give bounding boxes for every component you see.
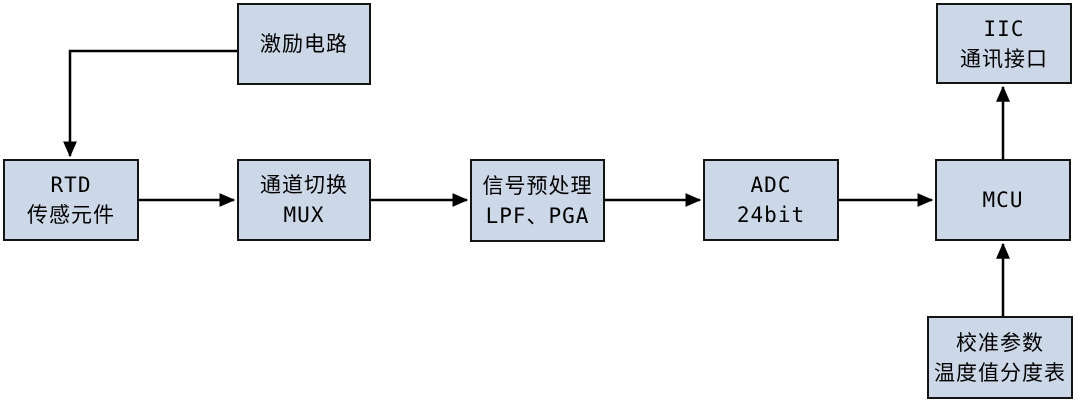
node-adc-label-line2: 24bit [736,203,806,227]
node-adc-24bit: ADC 24bit [703,159,839,241]
node-calib-label-line2: 温度值分度表 [934,360,1066,385]
node-mcu-label: MCU [982,188,1024,212]
node-calibration-table: 校准参数 温度值分度表 [927,316,1073,399]
edge-excitation-to-rtd [62,49,237,158]
node-adc-label-line1: ADC [750,173,792,197]
node-mcu: MCU [935,159,1071,241]
node-signal-preprocessing: 信号预处理 LPF、PGA [470,159,605,242]
node-rtd-sensor: RTD 传感元件 [3,159,139,241]
node-preproc-label-line1: 信号预处理 [482,173,593,198]
node-excitation-label: 激励电路 [260,32,348,56]
node-preproc-label-line2: LPF、PGA [485,203,590,228]
node-iic-label-line1: IIC [983,16,1025,41]
node-channel-mux: 通道切换 MUX [237,159,371,241]
node-excitation-circuit: 激励电路 [237,3,371,85]
node-iic-interface: IIC 通讯接口 [936,3,1072,84]
node-rtd-label-line2: 传感元件 [27,203,115,227]
node-rtd-label-line1: RTD [50,173,92,197]
node-iic-label-line2: 通讯接口 [960,46,1048,71]
node-mux-label-line2: MUX [283,203,325,227]
node-mux-label-line1: 通道切换 [260,173,348,197]
node-calib-label-line1: 校准参数 [956,330,1044,355]
